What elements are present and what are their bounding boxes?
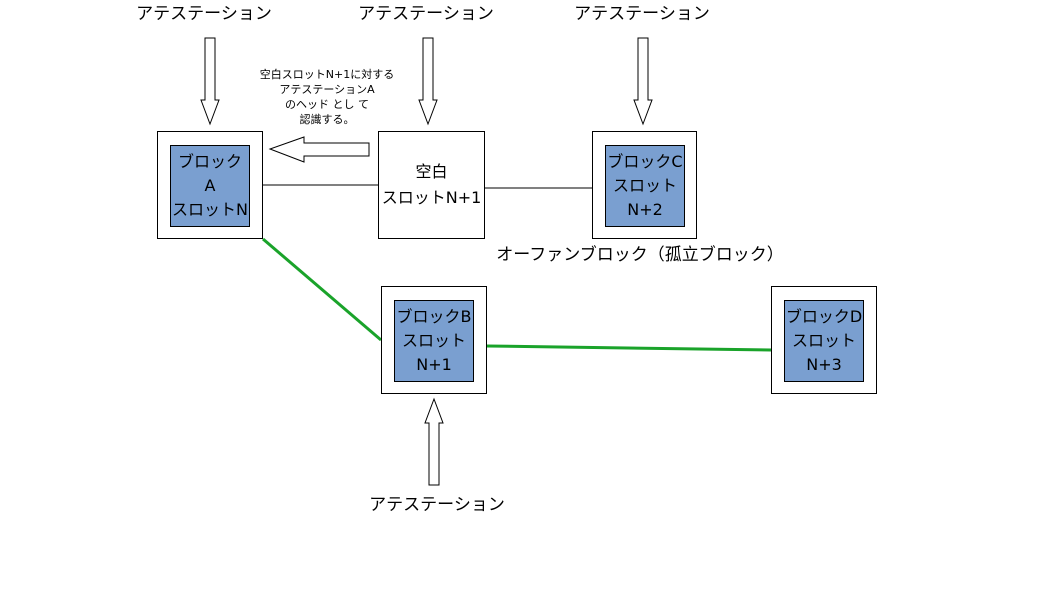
block-label-line: N+2 (627, 200, 663, 219)
orphan-block-label: オーファンブロック（孤立ブロック） (496, 245, 784, 265)
empty-slot-label-line: 空白 (415, 162, 448, 181)
block-b: ブロックB スロット N+1 (381, 286, 487, 394)
attestation-arrow-c (633, 37, 653, 126)
block-b-body: ブロックB スロット N+1 (394, 300, 474, 382)
note-line: のヘッド とし て (284, 98, 369, 111)
block-c: ブロックC スロット N+2 (592, 131, 697, 239)
block-d: ブロックD スロット N+3 (771, 286, 877, 394)
attestation-label-b: アテステーション (369, 495, 505, 515)
block-label-line: A (204, 176, 216, 195)
block-label-line: ブロックB (396, 307, 472, 326)
note-line: アテステーションA (279, 83, 375, 96)
empty-slot-label-line: スロットN+1 (381, 188, 482, 207)
block-label-line: スロット (612, 176, 677, 195)
attestation-label-c: アテステーション (574, 4, 710, 24)
note-line: 認識する。 (299, 113, 355, 126)
block-a-body: ブロック A スロットN (170, 145, 250, 227)
block-label-line: ブロックD (785, 307, 863, 326)
block-label-line: スロットN (172, 200, 248, 219)
block-a: ブロック A スロットN (157, 131, 263, 239)
note-line: 空白スロットN+1に対する (259, 68, 395, 81)
block-c-body: ブロックC スロット N+2 (605, 145, 685, 227)
attestation-arrow-a (200, 37, 220, 126)
block-d-body: ブロックD スロット N+3 (784, 300, 864, 382)
attestation-label-empty-slot: アテステーション (358, 4, 494, 24)
block-label-line: スロット (791, 331, 856, 350)
attestation-arrow-b (424, 397, 444, 486)
block-label-line: スロット (401, 331, 466, 350)
attestation-label-a: アテステーション (136, 4, 272, 24)
chain-link-b-d (486, 344, 772, 352)
block-label-line: N+1 (416, 355, 452, 374)
attestation-arrow-empty (418, 37, 438, 126)
head-recognition-arrow (268, 136, 370, 163)
block-label-line: N+3 (806, 355, 842, 374)
block-label-line: ブロック (177, 152, 242, 171)
empty-slot: 空白 スロットN+1 (378, 131, 485, 239)
chain-link-a-b (262, 237, 382, 342)
block-label-line: ブロックC (607, 152, 683, 171)
head-recognition-note: 空白スロットN+1に対する アテステーションA のヘッド とし て 認識する。 (260, 67, 394, 127)
